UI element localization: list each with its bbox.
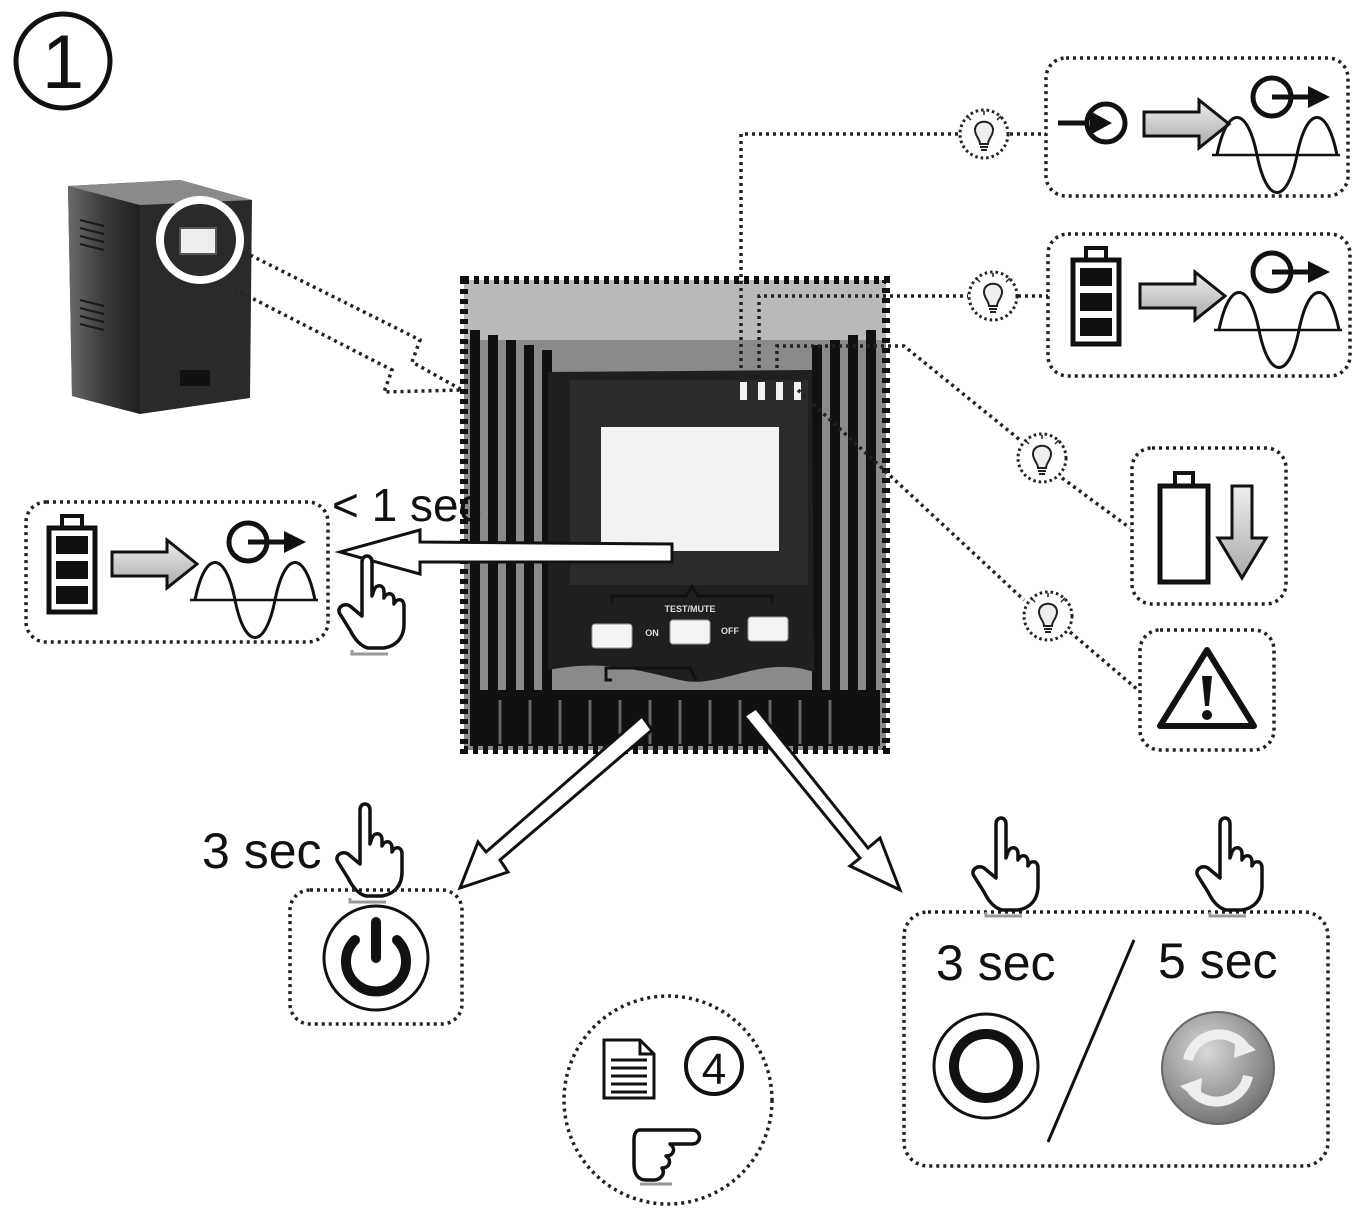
status-battery-low <box>1130 446 1288 606</box>
panel-frame <box>460 276 890 754</box>
status-mains-mode <box>1044 56 1350 198</box>
on-label: ON <box>645 628 659 638</box>
sine-wave-icon <box>1212 291 1344 369</box>
sine-wave-icon <box>1210 116 1342 194</box>
power-on-timing: 3 sec <box>202 823 322 879</box>
ups-tower-icon <box>68 180 252 414</box>
pointing-hand-icon <box>971 816 1040 918</box>
battery-low-icon <box>1157 471 1269 585</box>
power-off-arrow <box>741 705 903 893</box>
restart-arrows-icon[interactable] <box>1161 1011 1275 1125</box>
short-press-result <box>24 500 330 644</box>
pointing-hand-icon <box>632 1128 702 1186</box>
status-battery-mode <box>1046 232 1352 378</box>
power-off-timing: 3 sec <box>936 935 1056 991</box>
led-leaders <box>739 132 1140 692</box>
led-mains <box>740 382 747 400</box>
led-battery <box>758 382 765 400</box>
test-mute-label: TEST/MUTE <box>665 604 716 614</box>
test-arrow <box>334 528 674 576</box>
short-press-timing: < 1 sec <box>332 479 482 531</box>
zoom-arrow <box>235 250 469 394</box>
off-button[interactable] <box>747 616 789 642</box>
enter-button[interactable] <box>591 623 633 649</box>
reference-step-4: 4 <box>562 994 774 1206</box>
restart-timing: 5 sec <box>1158 933 1278 989</box>
battery-full-icon <box>1073 248 1119 344</box>
output-icon <box>1253 253 1330 291</box>
warning-triangle-icon <box>1157 647 1257 729</box>
mains-input-to-output-icon <box>1058 101 1128 145</box>
power-on-box <box>288 888 464 1026</box>
pointing-hand-icon <box>337 554 406 656</box>
status-fault <box>1138 628 1276 752</box>
led-battery-low <box>776 382 783 400</box>
led-bulb-icon <box>1016 432 1068 484</box>
off-label: OFF <box>721 626 739 636</box>
power-off-box: 3 sec 5 sec <box>902 910 1330 1168</box>
on-mute-button[interactable] <box>669 619 711 645</box>
document-icon <box>602 1038 656 1100</box>
circled-number-icon <box>13 11 113 111</box>
ups-front-panel: TEST/MUTE ON OFF <box>464 280 886 750</box>
power-button-icon[interactable] <box>322 904 430 1012</box>
pointing-hand-icon <box>1195 816 1264 918</box>
led-bulb-icon <box>1022 590 1074 642</box>
lcd-screen <box>601 427 779 551</box>
step-marker: 1 <box>13 11 113 111</box>
circled-number-icon <box>684 1036 744 1096</box>
output-icon <box>229 523 306 561</box>
sine-wave-icon <box>188 561 320 639</box>
step-number: 1 <box>42 20 84 105</box>
led-bulb-icon <box>958 108 1010 160</box>
pointing-hand-icon <box>335 802 404 904</box>
power-on-arrow <box>457 713 655 891</box>
reference-step-number: 4 <box>702 1045 726 1094</box>
off-ring-icon[interactable] <box>932 1012 1040 1120</box>
led-bulb-icon <box>967 270 1019 322</box>
output-icon <box>1253 78 1330 116</box>
battery-full-icon <box>49 516 95 612</box>
